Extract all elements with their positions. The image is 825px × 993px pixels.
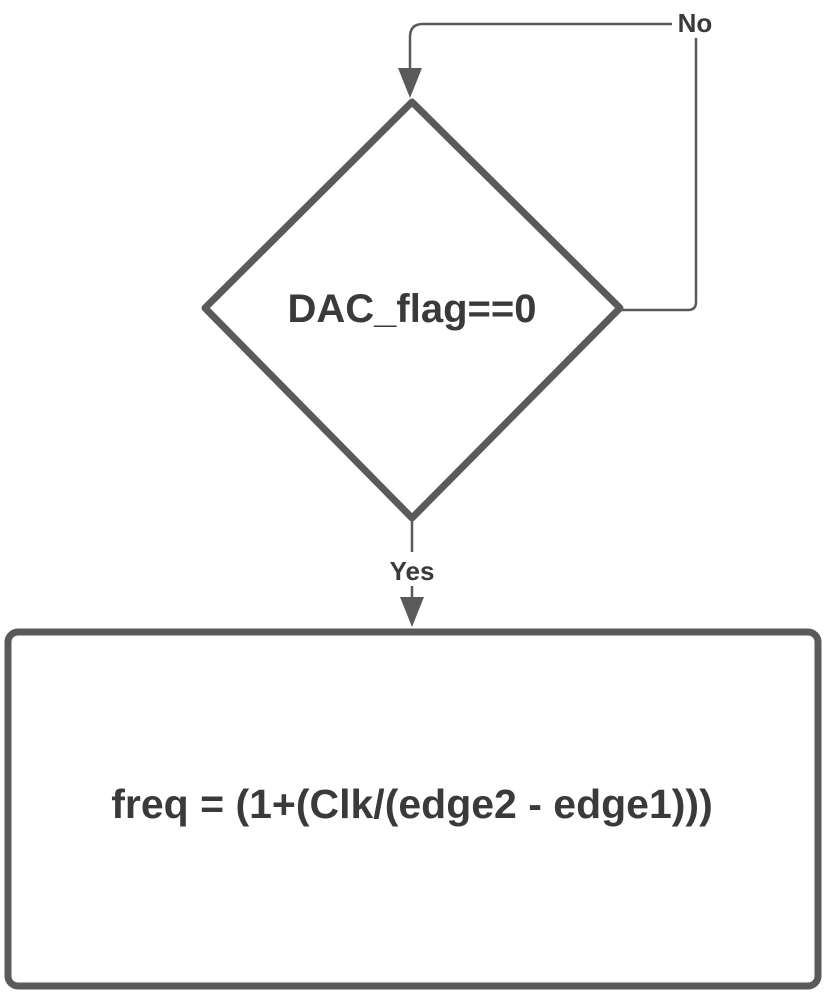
yes-label-background <box>382 552 442 586</box>
no-loop-arrowhead <box>398 68 422 98</box>
decision-text: DAC_flag==0 <box>288 287 537 331</box>
process-text: freq = (1+(Clk/(edge2 - edge1))) <box>111 781 712 827</box>
process-box <box>4 628 822 990</box>
no-label-background <box>672 6 718 38</box>
no-edge-label: No <box>678 8 713 38</box>
yes-edge-label: Yes <box>390 556 435 586</box>
yes-arrowhead <box>400 597 424 627</box>
